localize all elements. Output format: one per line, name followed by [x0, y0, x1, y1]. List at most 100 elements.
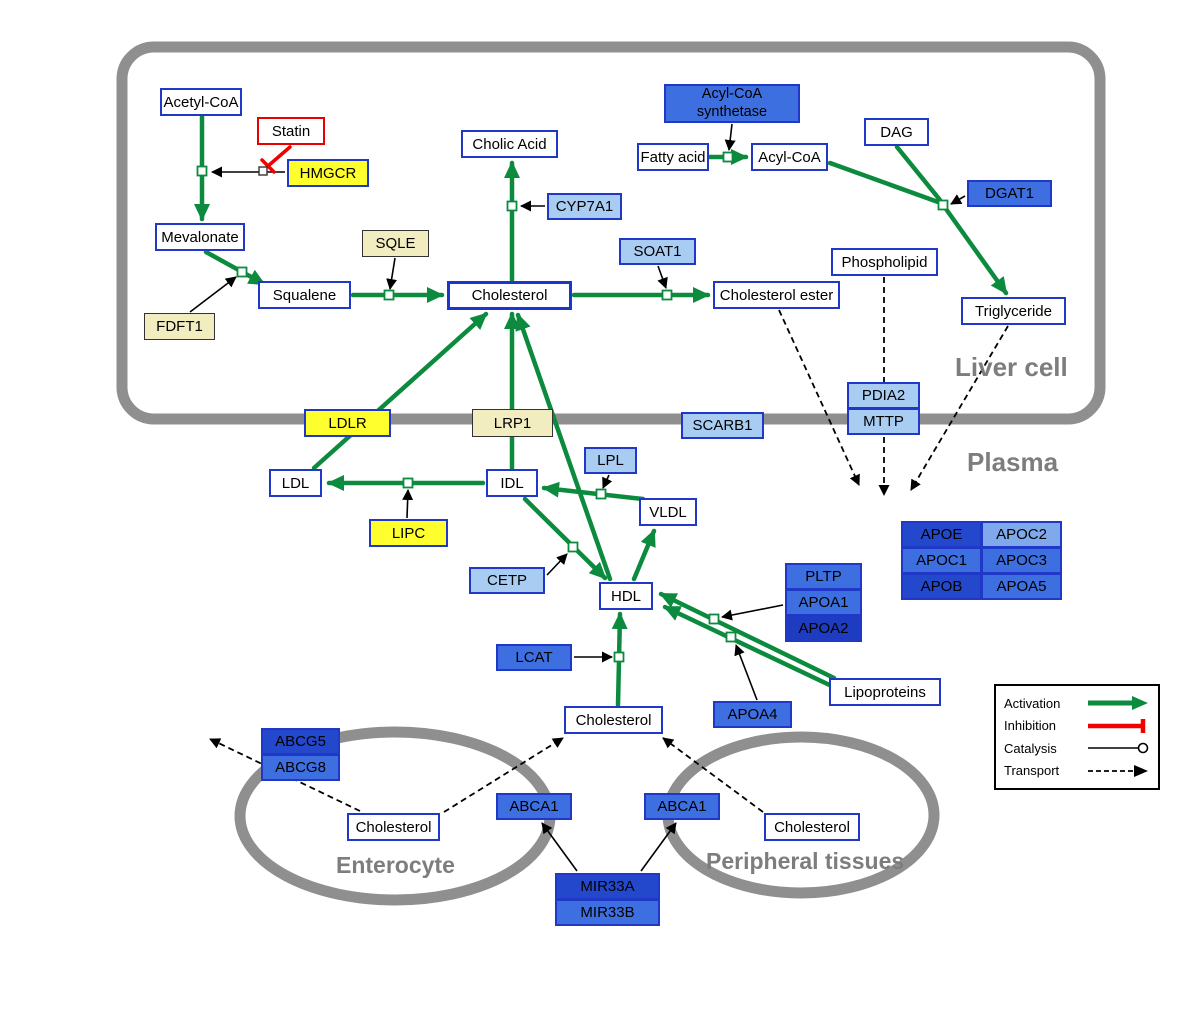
reaction-square-hmgcr: [196, 165, 208, 177]
edge-lipoproteins-hdl-1: [658, 591, 837, 681]
node-acyl-coa-synthetase[interactable]: Acyl-CoA synthetase: [664, 84, 800, 123]
node-lipoproteins[interactable]: Lipoproteins: [829, 678, 941, 706]
edge-acylcoa-junction: [827, 160, 941, 205]
legend-row-transport: Transport: [1004, 760, 1150, 782]
node-vldl[interactable]: VLDL: [639, 498, 697, 526]
node-ldlr[interactable]: LDLR: [304, 409, 391, 437]
node-idl[interactable]: IDL: [486, 469, 538, 497]
node-abca1-enterocyte[interactable]: ABCA1: [496, 793, 572, 820]
node-apoc2[interactable]: APOC2: [981, 521, 1062, 548]
legend-row-inhibition: Inhibition: [1004, 715, 1150, 737]
node-cholesterol-enterocyte[interactable]: Cholesterol: [347, 813, 440, 841]
activation-arrow-icon: [1088, 696, 1148, 710]
acs-line2: synthetase: [696, 103, 768, 120]
node-sqle[interactable]: SQLE: [362, 230, 429, 257]
enterocyte-label: Enterocyte: [336, 852, 455, 878]
acs-line1: Acyl-CoA: [701, 86, 763, 103]
edge-dag-junction: [894, 144, 943, 203]
node-statin[interactable]: Statin: [257, 117, 325, 145]
node-dgat1[interactable]: DGAT1: [967, 180, 1052, 207]
node-cholic-acid[interactable]: Cholic Acid: [461, 130, 558, 158]
node-mttp[interactable]: MTTP: [847, 408, 920, 435]
node-apoe[interactable]: APOE: [901, 521, 982, 548]
legend: Activation Inhibition Catalysis Transpor…: [994, 684, 1160, 790]
edge-mevalonate-squalene: [203, 249, 267, 287]
transport-dashed-arrow-icon: [1088, 764, 1148, 777]
edge-apoa4-catalysis: [734, 644, 758, 701]
node-acyl-coa[interactable]: Acyl-CoA: [751, 143, 828, 171]
edge-vldl-idl: [541, 481, 646, 502]
peripheral-tissues-label: Peripheral tissues: [706, 848, 905, 874]
node-ldl[interactable]: LDL: [269, 469, 322, 497]
edge-apoa-group-catalysis: [721, 604, 784, 621]
edge-peripheral-cholesterol-transport: [662, 737, 764, 813]
node-scarb1[interactable]: SCARB1: [681, 412, 764, 439]
edge-soat1-catalysis: [657, 265, 668, 289]
edge-lipoproteins-hdl-2: [662, 604, 841, 692]
edge-ldl-cholesterol-via-ldlr: [311, 311, 489, 471]
statin-target-square: [258, 166, 268, 176]
node-apob[interactable]: APOB: [901, 573, 982, 600]
legend-catalysis-label: Catalysis: [1004, 740, 1057, 756]
node-apoc3[interactable]: APOC3: [981, 547, 1062, 574]
legend-inhibition-label: Inhibition: [1004, 718, 1057, 734]
node-abcg8[interactable]: ABCG8: [261, 754, 340, 781]
node-fdft1[interactable]: FDFT1: [144, 313, 215, 340]
edge-statin-inhibition: [266, 145, 292, 168]
node-hdl[interactable]: HDL: [599, 582, 653, 610]
node-pdia2[interactable]: PDIA2: [847, 382, 920, 409]
reaction-square-sqle: [383, 289, 395, 301]
reaction-square-lipc: [402, 477, 414, 489]
statin-inhibition-bar: [260, 158, 276, 174]
node-dag[interactable]: DAG: [864, 118, 929, 146]
node-hmgcr[interactable]: HMGCR: [287, 159, 369, 187]
node-cetp[interactable]: CETP: [469, 567, 545, 594]
edge-mir33-abca1-left: [541, 822, 578, 872]
liver-cell-membrane: [116, 41, 1106, 425]
edge-sqle-catalysis: [386, 257, 398, 290]
node-cholesterol-liver[interactable]: Cholesterol: [447, 281, 572, 310]
plasma-label: Plasma: [967, 447, 1059, 477]
node-abcg5[interactable]: ABCG5: [261, 728, 340, 755]
node-pltp[interactable]: PLTP: [785, 563, 862, 590]
node-fatty-acid[interactable]: Fatty acid: [637, 143, 709, 171]
node-lcat[interactable]: LCAT: [496, 644, 572, 671]
node-mevalonate[interactable]: Mevalonate: [155, 223, 245, 251]
node-lipc[interactable]: LIPC: [369, 519, 448, 547]
node-mir33a[interactable]: MIR33A: [555, 873, 660, 900]
node-mir33b[interactable]: MIR33B: [555, 899, 660, 926]
node-lrp1[interactable]: LRP1: [472, 409, 553, 437]
reaction-square-dgat1: [937, 199, 949, 211]
reaction-square-apoa4: [725, 631, 737, 643]
node-apoc1[interactable]: APOC1: [901, 547, 982, 574]
node-squalene[interactable]: Squalene: [258, 281, 351, 309]
node-acetyl-coa[interactable]: Acetyl-CoA: [160, 88, 242, 116]
node-cyp7a1[interactable]: CYP7A1: [547, 193, 622, 220]
edge-idl-hdl: [522, 496, 608, 581]
node-apoa4[interactable]: APOA4: [713, 701, 792, 728]
edge-cholesterolester-transport: [778, 309, 860, 486]
edge-triglyceride-transport: [910, 325, 1009, 491]
node-apoa5[interactable]: APOA5: [981, 573, 1062, 600]
edge-junction-triglyceride: [943, 206, 1009, 296]
edge-hdl-cholesterol-liver: [515, 312, 613, 582]
edge-mir33-abca1-right: [640, 822, 677, 872]
node-apoa2[interactable]: APOA2: [785, 615, 862, 642]
reaction-square-lcat: [613, 651, 625, 663]
node-phospholipid[interactable]: Phospholipid: [831, 248, 938, 276]
legend-activation-label: Activation: [1004, 695, 1061, 711]
node-apoa1[interactable]: APOA1: [785, 589, 862, 616]
edge-hdl-vldl: [631, 528, 657, 582]
inhibition-tbar-icon: [1088, 718, 1146, 733]
node-cholesterol-ester[interactable]: Cholesterol ester: [713, 281, 840, 309]
node-triglyceride[interactable]: Triglyceride: [961, 297, 1066, 325]
node-cholesterol-plasma[interactable]: Cholesterol: [564, 706, 663, 734]
node-cholesterol-peripheral[interactable]: Cholesterol: [764, 813, 860, 841]
node-soat1[interactable]: SOAT1: [619, 238, 696, 265]
node-abca1-peripheral[interactable]: ABCA1: [644, 793, 720, 820]
reaction-square-apoa-group: [708, 613, 720, 625]
reaction-square-acs: [722, 151, 734, 163]
edge-lpl-catalysis: [602, 474, 613, 489]
node-lpl[interactable]: LPL: [584, 447, 637, 474]
